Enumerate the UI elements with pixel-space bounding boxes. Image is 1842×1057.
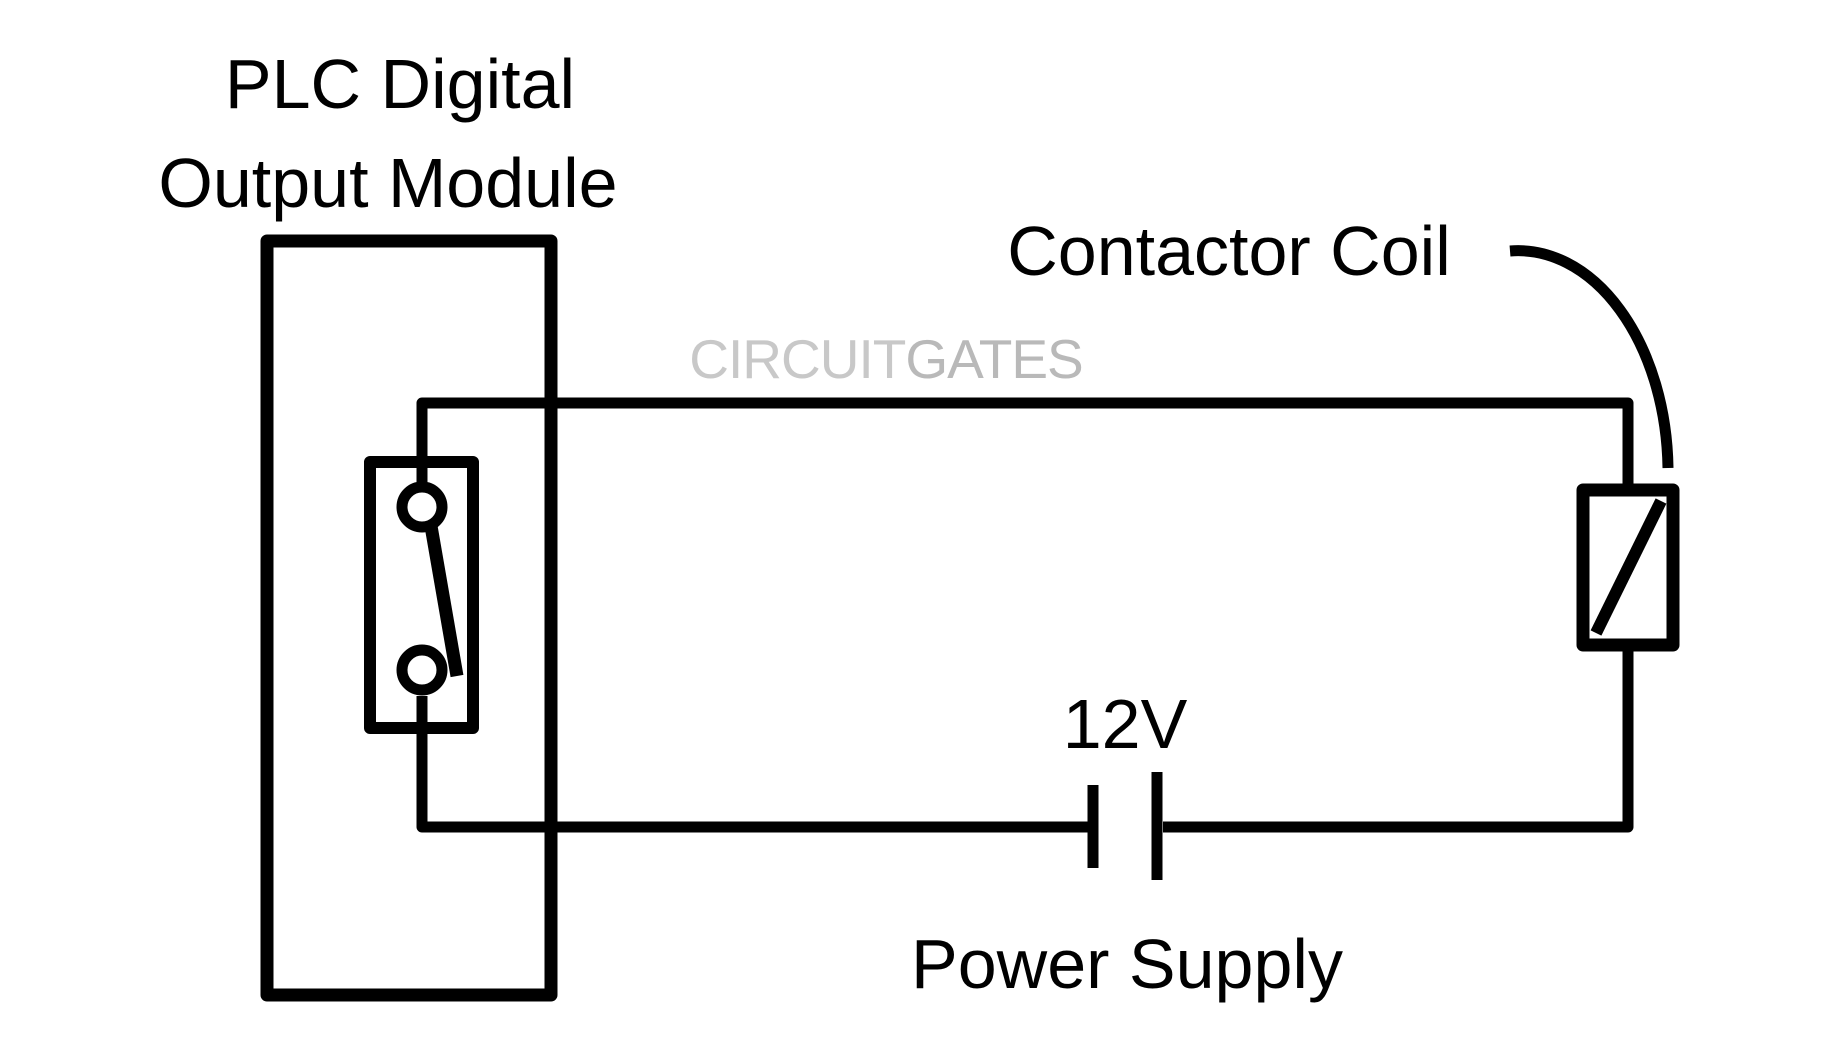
- watermark-part1: CIRCUIT: [689, 328, 905, 390]
- voltage-label: 12V: [1063, 685, 1188, 763]
- plc-module-outline: [260, 234, 558, 1002]
- coil-diagonal-line: [1590, 498, 1667, 636]
- switch-blade-icon: [424, 524, 464, 678]
- bottom-wire-left: [416, 696, 1089, 833]
- switch-contact-bottom-icon: [396, 644, 448, 696]
- coil-box: [1576, 483, 1680, 652]
- plc-title-line2: Output Module: [158, 144, 617, 222]
- watermark-part2: GATES: [905, 328, 1082, 390]
- contactor-coil-label: Contactor Coil: [1007, 212, 1451, 290]
- diagram-linework: [260, 234, 1680, 1002]
- power-supply-label: Power Supply: [911, 925, 1343, 1003]
- battery-symbol: [1087, 772, 1163, 880]
- callout-arc: [1509, 245, 1674, 469]
- switch-contact-top-icon: [396, 481, 448, 533]
- plc-title-line1: PLC Digital: [225, 45, 575, 123]
- watermark: CIRCUITGATES: [689, 328, 1082, 390]
- diagram-labels: PLC Digital Output Module Contactor Coil…: [158, 45, 1450, 1003]
- top-wire: [416, 397, 1634, 496]
- contactor-coil-symbol: [1576, 483, 1680, 652]
- bottom-wire-right: [1163, 639, 1634, 833]
